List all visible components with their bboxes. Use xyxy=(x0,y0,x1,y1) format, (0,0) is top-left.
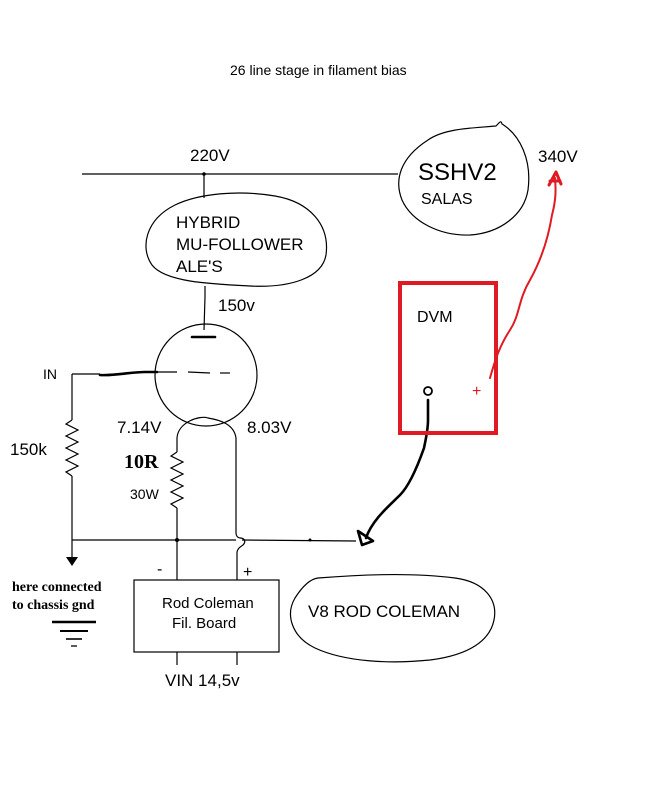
label-220v: 220V xyxy=(190,146,230,165)
label-8-03v: 8.03V xyxy=(247,418,292,437)
ground-bus xyxy=(72,539,357,542)
label-hybrid-3: ALE'S xyxy=(176,257,223,276)
label-7-14v: 7.14V xyxy=(117,418,162,437)
diagram-title: 26 line stage in filament bias xyxy=(230,62,407,78)
label-board-2: Fil. Board xyxy=(172,615,236,632)
label-board-1: Rod Coleman xyxy=(162,595,254,612)
junction-left xyxy=(175,538,179,542)
label-150v: 150v xyxy=(218,296,255,315)
filament-right-wire xyxy=(235,438,246,580)
label-in: IN xyxy=(43,366,57,382)
label-sshv2: SSHV2 xyxy=(418,159,497,186)
label-150k: 150k xyxy=(10,440,47,459)
label-hybrid-1: HYBRID xyxy=(176,213,240,232)
hybrid-to-plate-wire xyxy=(203,286,206,331)
label-minus: - xyxy=(157,561,162,578)
label-gnd-2: to chassis gnd xyxy=(12,598,95,613)
triode-tube xyxy=(154,323,258,439)
dvm-positive-lead xyxy=(489,177,557,379)
label-dvm: DVM xyxy=(417,309,453,326)
junction-bus xyxy=(308,538,312,542)
grid-wire xyxy=(98,370,159,377)
label-salas: SALAS xyxy=(421,191,473,208)
label-340v: 340V xyxy=(538,147,578,166)
resistor-10r xyxy=(169,451,185,509)
dvm-probe-lead xyxy=(364,398,430,540)
filament-board xyxy=(133,579,280,653)
label-10r: 10R xyxy=(124,451,159,473)
v8-outline xyxy=(290,573,496,663)
label-hybrid-2: MU-FOLLOWER xyxy=(176,235,304,254)
label-vin: VIN 14,5v xyxy=(165,671,240,690)
arrow-340v-icon xyxy=(547,170,563,187)
hybrid-outline xyxy=(145,192,328,287)
label-30w: 30W xyxy=(130,486,160,502)
label-v8: V8 ROD COLEMAN xyxy=(308,602,460,621)
dvm-common-terminal xyxy=(423,386,433,396)
dvm-box xyxy=(398,281,498,435)
ground-arrow-icon xyxy=(66,557,78,566)
resistor-150k xyxy=(64,419,80,477)
chassis-ground-icon xyxy=(52,620,96,647)
label-plus: + xyxy=(243,564,252,581)
sshv2-outline xyxy=(398,121,530,236)
label-dvm-plus: + xyxy=(472,383,481,400)
label-gnd-1: here connected xyxy=(12,580,102,595)
